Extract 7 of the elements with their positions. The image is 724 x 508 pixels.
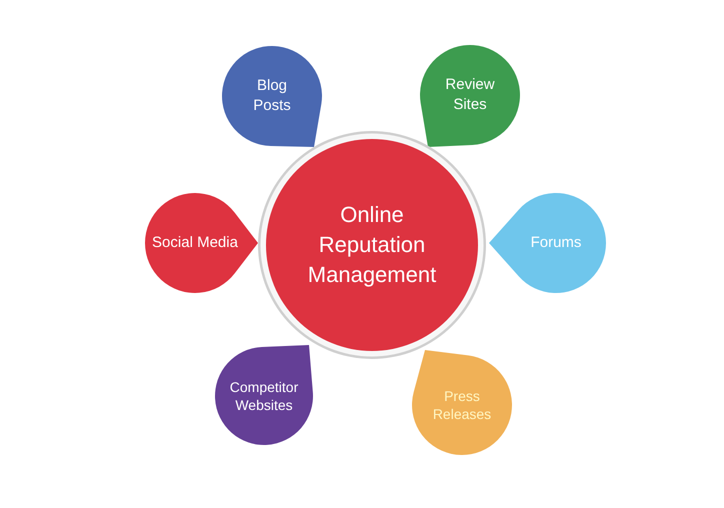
node-label: Social Media <box>152 233 238 253</box>
node-label: Press Releases <box>432 387 492 423</box>
node-label: Review Sites <box>444 75 496 115</box>
node-label: Blog Posts <box>252 76 292 116</box>
node-label: Online Reputation Management <box>306 201 438 289</box>
node-label: Forums <box>530 233 582 253</box>
node-label: Competitor Websites <box>228 378 300 414</box>
